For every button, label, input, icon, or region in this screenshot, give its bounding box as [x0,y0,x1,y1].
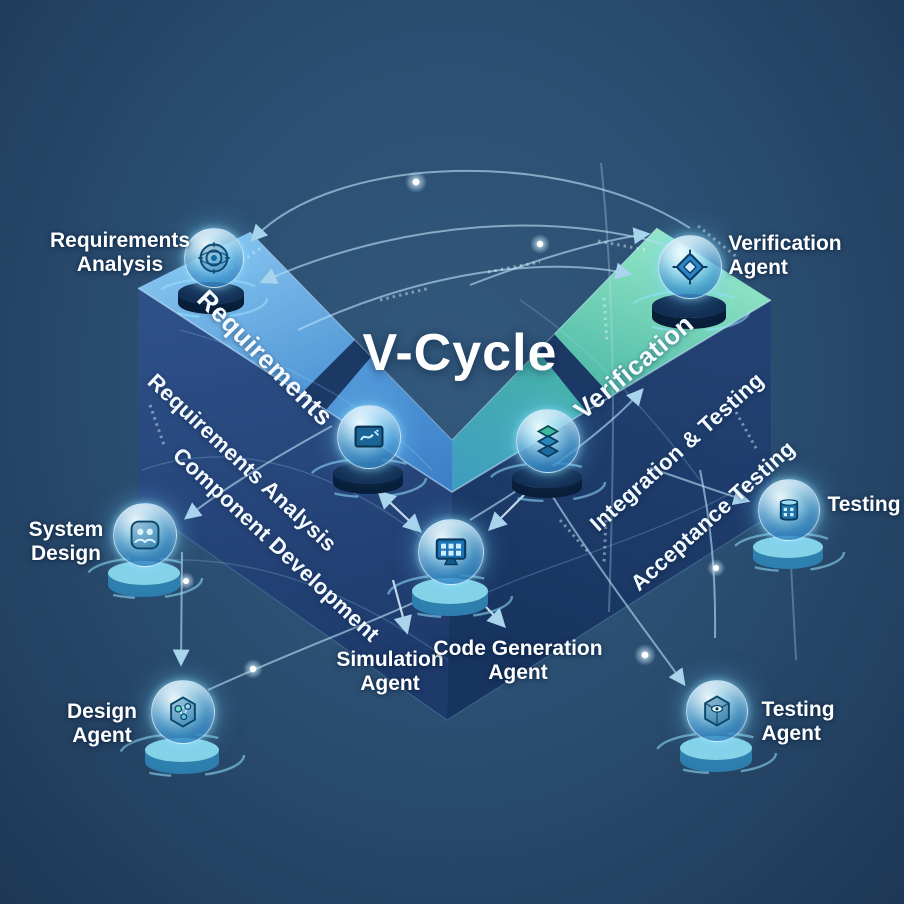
line-vertical-data [600,162,614,613]
line-face-to-testing-agent [699,469,717,639]
design-board-orb [337,405,401,469]
glow-dots [177,171,725,679]
radar-globe-icon [198,242,230,274]
cube-eye-icon [704,695,730,727]
orb-pedestals [84,277,846,778]
design-agent-orb [151,680,215,744]
diagram-title: V-Cycle [362,324,558,382]
arrow-system-design-to-design-agent [172,551,190,667]
testing-orb [758,479,820,541]
connector-arcs [172,162,797,691]
requirements-analysis-label: Requirements Analysis [49,229,191,276]
system-design-orb [113,503,177,567]
v-left-top-notch [301,340,371,410]
v-left-front-face [138,288,452,720]
code-generation-agent-label: Code Generation Agent [433,637,603,684]
verification-agent-label: Verification Agent [728,232,842,279]
verification-agent-orb [658,235,722,299]
v-outer-edge [137,287,772,493]
arc-arm-to-system-design [183,425,333,520]
requirements-analysis-orb [184,228,244,288]
testing-label: Testing [827,493,901,517]
layers-icon [536,424,560,458]
design-agent-label: Design Agent [66,700,138,747]
testing-agent-orb [686,680,748,742]
arc-v-to-testing-agent [545,485,686,687]
chip-icon [672,249,708,285]
v-right-top-notch [538,334,611,411]
design-board-icon [354,425,384,448]
code-monitor-icon [435,538,467,566]
team-icon [130,520,160,550]
v-right-top-lower [452,351,586,492]
double-arrow-left [376,490,423,533]
v-bottom-edge [137,502,772,721]
integration-layers-orb [516,409,580,473]
arc-upper-to-verification [469,227,651,286]
testing-agent-label: Testing Agent [761,698,835,745]
code-generation-orb [418,519,484,585]
arc-center-to-verification [297,262,633,331]
test-chamber-icon [779,499,799,521]
v-inner-edge [249,227,658,441]
pedestal-teal [108,536,823,774]
arc-verification-to-requirements-top [250,169,691,242]
pedestal-dark [178,282,726,498]
arrow-to-simulation-agent [391,579,412,635]
simulation-agent-label: Simulation Agent [336,648,444,695]
network-nodes-icon [170,696,196,728]
pedestal-rings [84,277,846,778]
system-design-label: System Design [28,518,104,565]
v-right-front-face [447,300,771,720]
